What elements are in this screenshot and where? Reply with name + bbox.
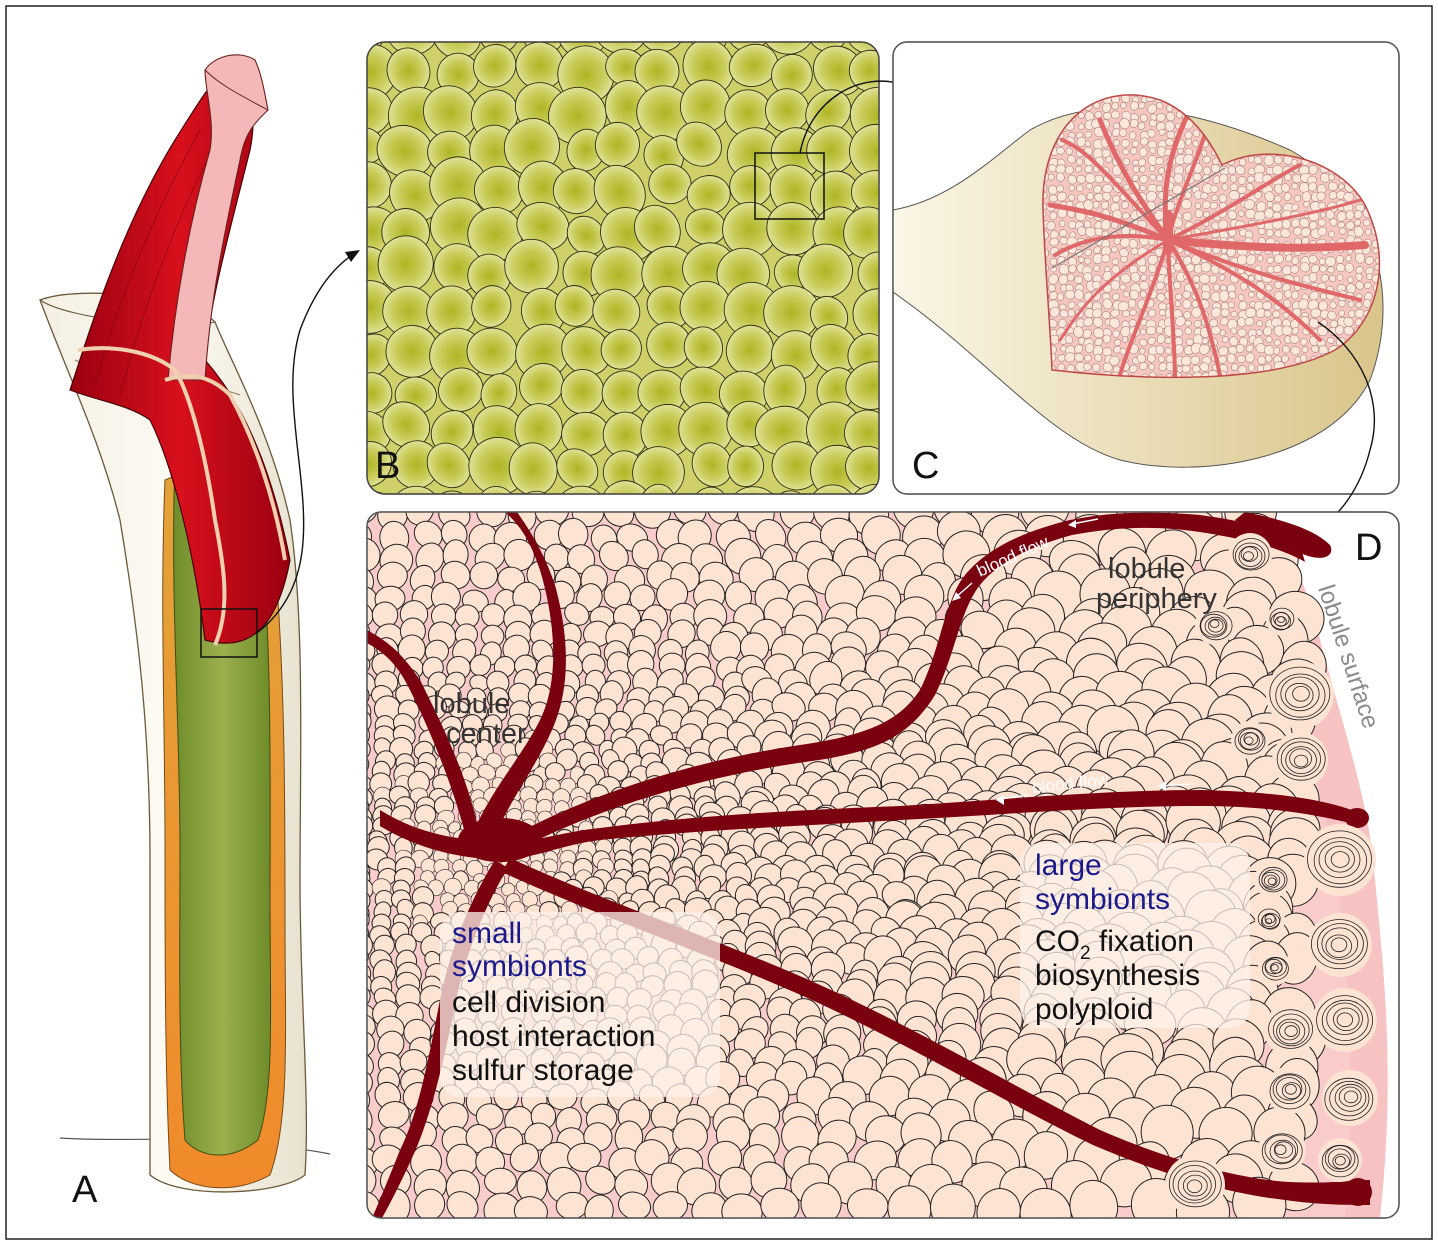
cell xyxy=(1337,274,1343,281)
cell xyxy=(1210,202,1217,209)
cell xyxy=(1086,183,1093,190)
cell xyxy=(1238,294,1244,301)
cell xyxy=(1213,284,1219,291)
small-symbionts-function-1: cell division xyxy=(452,986,605,1019)
panel-a-worm-illustration: A xyxy=(40,55,360,1211)
cell xyxy=(1274,195,1282,202)
cell xyxy=(1302,192,1311,202)
cell xyxy=(1068,194,1075,201)
small-symbionts-function-3: sulfur storage xyxy=(452,1054,634,1087)
cell xyxy=(1159,309,1166,316)
cell xyxy=(1211,326,1220,335)
label-lobule-center-line1: lobule xyxy=(433,688,510,720)
label-lobule-center-line2: center xyxy=(446,718,527,750)
cell xyxy=(1258,228,1266,235)
panel-letter-d: D xyxy=(1355,527,1382,569)
cell xyxy=(1210,185,1218,193)
cell xyxy=(1318,219,1326,227)
cell xyxy=(1363,299,1371,308)
cell xyxy=(1139,265,1148,273)
cell xyxy=(353,776,372,792)
cell xyxy=(1120,256,1127,263)
cell xyxy=(485,1168,517,1194)
large-symbionts-function-3: polyploid xyxy=(1035,993,1153,1026)
cell xyxy=(1248,292,1254,298)
cell xyxy=(1087,192,1094,200)
cell xyxy=(1348,310,1355,318)
cell xyxy=(1122,149,1129,155)
cell xyxy=(1256,320,1263,326)
panel-letter-c: C xyxy=(912,445,939,487)
cell xyxy=(1248,364,1255,372)
large-symbionts-title-line2: symbionts xyxy=(1035,883,1170,916)
small-symbionts-title-line2: symbionts xyxy=(452,950,587,983)
small-symbionts-function-2: host interaction xyxy=(452,1020,655,1053)
cell xyxy=(1344,192,1354,201)
panel-c-lobule-section: C xyxy=(893,42,1400,543)
small-symbionts-title-line1: small xyxy=(452,917,522,950)
label-lobule-periphery-line2: periphery xyxy=(1096,583,1217,615)
cell xyxy=(1092,281,1101,289)
cell xyxy=(1068,309,1076,317)
cell xyxy=(346,796,369,819)
cell xyxy=(1338,300,1346,307)
cell xyxy=(1111,280,1120,290)
cell xyxy=(561,369,604,413)
cell xyxy=(1231,311,1237,317)
cell xyxy=(1118,302,1129,312)
cell xyxy=(1093,265,1100,272)
cell xyxy=(1237,355,1245,363)
label-lobule-periphery-line1: lobule xyxy=(1108,553,1185,585)
cell xyxy=(1129,131,1136,139)
panel-letter-a: A xyxy=(72,1169,98,1211)
panel-b-cells xyxy=(330,0,954,554)
cell xyxy=(1083,363,1091,371)
cell xyxy=(1059,220,1066,227)
cell xyxy=(1356,273,1363,281)
large-symbionts-title-line1: large xyxy=(1035,849,1102,882)
panel-d-lobule-detail: lobule periphery lobule surface lobule c… xyxy=(336,473,1399,1245)
cell xyxy=(1309,273,1317,282)
cell xyxy=(1119,129,1126,137)
panel-letter-b: B xyxy=(375,445,400,487)
panel-b-lobule-surface: B xyxy=(330,0,954,554)
large-symbionts-function-2: biosynthesis xyxy=(1035,959,1200,992)
